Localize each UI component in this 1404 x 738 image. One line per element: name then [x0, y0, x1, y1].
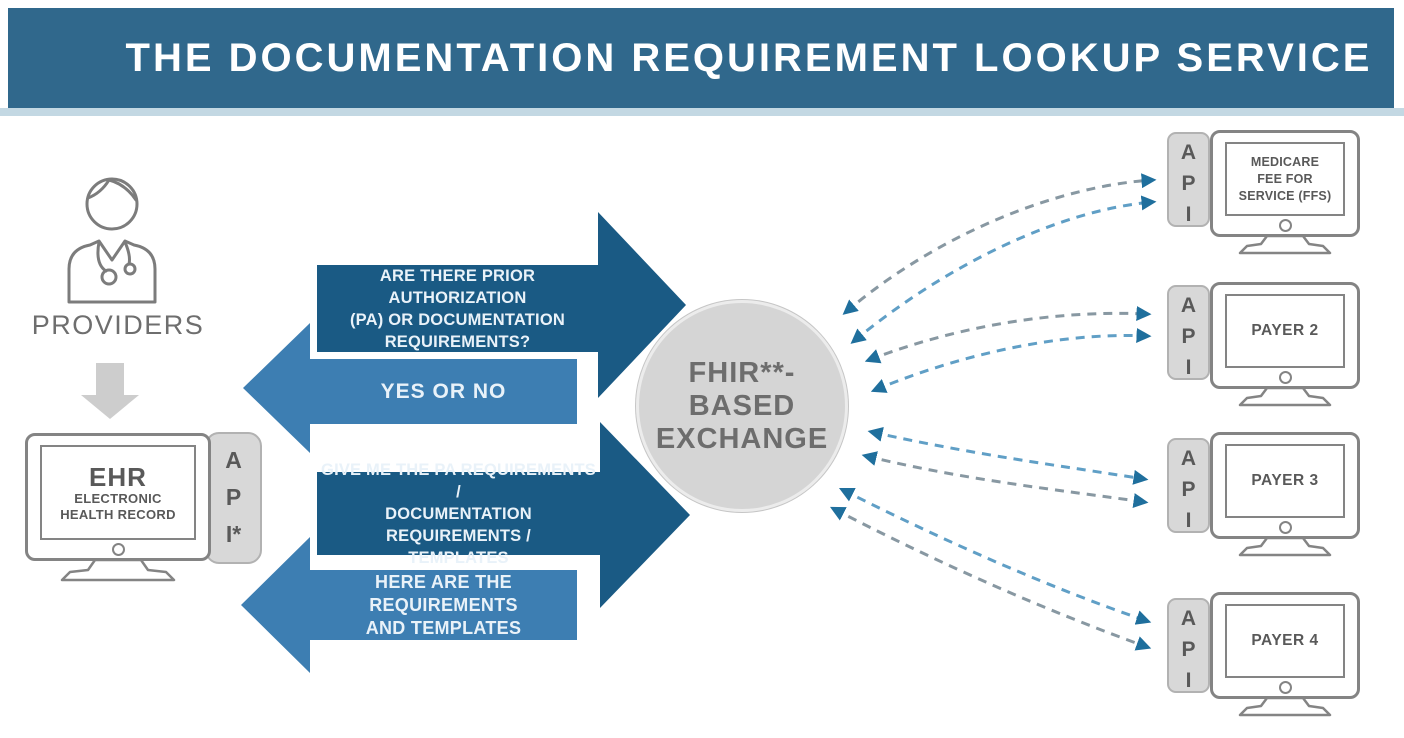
- medicare-screen: MEDICARE FEE FOR SERVICE (FFS): [1225, 142, 1345, 216]
- request-line: DOCUMENTATION REQUIREMENTS /: [385, 504, 532, 545]
- medicare-api-badge: A P I: [1167, 132, 1210, 227]
- dashed-double-arrow-icon-payer3: [861, 426, 1149, 508]
- question-line: (PA) OR DOCUMENTATION: [349, 310, 565, 329]
- ehr-title: EHR: [89, 461, 147, 492]
- api-letter: I*: [225, 521, 242, 547]
- payer3-screen: PAYER 3: [1225, 444, 1345, 518]
- api-letter: A: [1180, 141, 1197, 164]
- monitor-power-dot: [1279, 681, 1292, 694]
- down-arrow-head-icon: [81, 395, 139, 419]
- response-line: AND TEMPLATES: [365, 617, 522, 638]
- payer-label-line: PAYER 3: [1251, 472, 1319, 489]
- dashed-double-arrow-icon-payer4: [830, 487, 1152, 651]
- doctor-person-icon: [67, 177, 157, 304]
- payer2-api-badge: A P I: [1167, 285, 1210, 380]
- monitor-power-dot: [112, 543, 125, 556]
- api-letter: I: [1185, 669, 1192, 692]
- api-letter: A: [225, 447, 242, 473]
- header-bar: THE DOCUMENTATION REQUIREMENT LOOKUP SER…: [8, 8, 1394, 108]
- payer2-screen: PAYER 2: [1225, 294, 1345, 368]
- payer-label-line: FEE FOR: [1257, 171, 1313, 186]
- response-line: HERE ARE THE REQUIREMENTS: [369, 571, 518, 615]
- request-arrow-text: GIVE ME THE PA REQUIREMENTS / DOCUMENTAT…: [317, 461, 600, 567]
- api-letter: A: [1180, 607, 1197, 630]
- payer-label-line: PAYER 4: [1251, 632, 1319, 649]
- monitor-stand-icon: [1238, 235, 1332, 255]
- api-letter: P: [1181, 325, 1196, 348]
- api-letter: I: [1185, 509, 1192, 532]
- api-letter: A: [1180, 447, 1197, 470]
- monitor-stand-icon: [1238, 537, 1332, 557]
- down-arrow-icon: [96, 363, 124, 396]
- payer4-monitor: PAYER 4: [1210, 592, 1360, 699]
- api-letter: I: [1185, 203, 1192, 226]
- request-line: GIVE ME THE PA REQUIREMENTS /: [321, 460, 596, 501]
- medicare-monitor: MEDICARE FEE FOR SERVICE (FFS): [1210, 130, 1360, 237]
- ehr-subtitle-line1: ELECTRONIC: [74, 490, 162, 506]
- monitor-stand-icon: [60, 559, 176, 582]
- exchange-line2: EXCHANGE: [655, 422, 829, 455]
- page-title: THE DOCUMENTATION REQUIREMENT LOOKUP SER…: [125, 36, 1373, 80]
- payer-label-line: MEDICARE: [1250, 154, 1320, 169]
- question-line: REQUIREMENTS?: [384, 332, 531, 351]
- ehr-subtitle-line2: HEALTH RECORD: [60, 506, 176, 522]
- api-letter: P: [225, 484, 242, 510]
- answer-arrow-text: YES OR NO: [310, 359, 577, 424]
- monitor-stand-icon: [1238, 387, 1332, 407]
- header-strip: [0, 108, 1404, 116]
- payer4-api-badge: A P I: [1167, 598, 1210, 693]
- payer3-api-badge: A P I: [1167, 438, 1210, 533]
- monitor-stand-icon: [1238, 697, 1332, 717]
- ehr-screen: EHR ELECTRONIC HEALTH RECORD: [40, 445, 196, 540]
- ehr-monitor: EHR ELECTRONIC HEALTH RECORD: [25, 433, 211, 561]
- ehr-api-badge: A P I*: [205, 432, 262, 564]
- exchange-line1: FHIR**-BASED: [688, 356, 796, 422]
- api-letter: I: [1185, 356, 1192, 379]
- question-arrow-text: ARE THERE PRIOR AUTHORIZATION (PA) OR DO…: [317, 265, 598, 352]
- answer-label: YES OR NO: [380, 379, 507, 403]
- monitor-power-dot: [1279, 219, 1292, 232]
- monitor-power-dot: [1279, 371, 1292, 384]
- payer3-monitor: PAYER 3: [1210, 432, 1360, 539]
- api-letter: P: [1181, 478, 1196, 501]
- response-arrow-text: HERE ARE THE REQUIREMENTS AND TEMPLATES: [310, 570, 577, 640]
- request-line: TEMPLATES: [408, 548, 509, 567]
- payer4-screen: PAYER 4: [1225, 604, 1345, 678]
- api-letter: P: [1181, 172, 1196, 195]
- payer-label-line: PAYER 2: [1251, 322, 1319, 339]
- api-letter: P: [1181, 638, 1196, 661]
- dashed-double-arrow-icon-medicare: [842, 173, 1157, 344]
- providers-label: PROVIDERS: [31, 310, 205, 340]
- dashed-double-arrow-icon-payer2: [864, 306, 1152, 393]
- payer2-monitor: PAYER 2: [1210, 282, 1360, 389]
- api-letter: A: [1180, 294, 1197, 317]
- payer-label-line: SERVICE (FFS): [1238, 188, 1332, 203]
- question-line: ARE THERE PRIOR AUTHORIZATION: [379, 266, 536, 307]
- monitor-power-dot: [1279, 521, 1292, 534]
- fhir-exchange-circle: FHIR**-BASED EXCHANGE: [636, 300, 848, 512]
